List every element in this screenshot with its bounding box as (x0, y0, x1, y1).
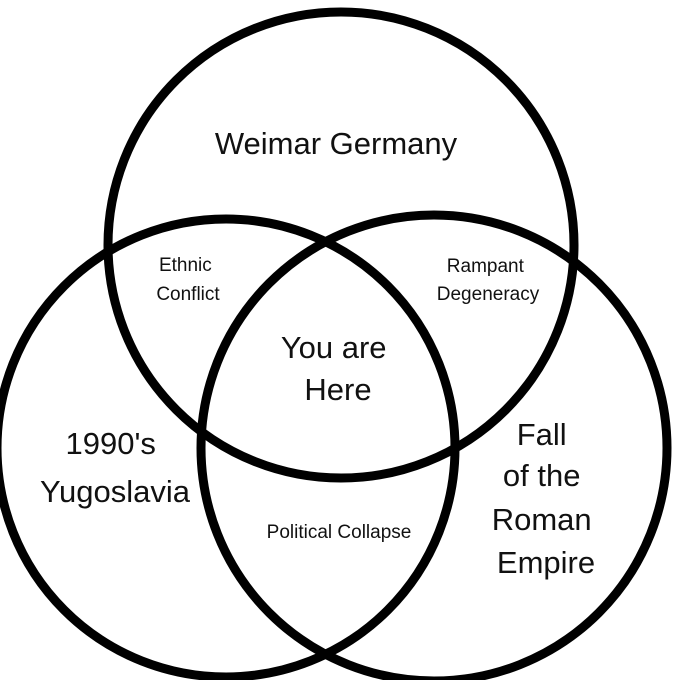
circle-1990s-yugoslavia (0, 214, 460, 680)
label-political-collapse: Political Collapse (267, 522, 412, 543)
label-1990s-yugoslavia: 1990's Yugoslavia (40, 426, 191, 509)
circle-weimar-germany (103, 7, 579, 483)
label-fall-of-roman-empire: Fall of the Roman Empire (492, 417, 601, 580)
circle-fall-of-roman-empire (196, 210, 672, 680)
label-rampant-degeneracy: Rampant Degeneracy (437, 256, 540, 305)
label-you-are-here: You are Here (281, 330, 395, 407)
label-ethnic-conflict: Ethnic Conflict (156, 255, 220, 305)
label-weimar-germany: Weimar Germany (215, 126, 458, 161)
